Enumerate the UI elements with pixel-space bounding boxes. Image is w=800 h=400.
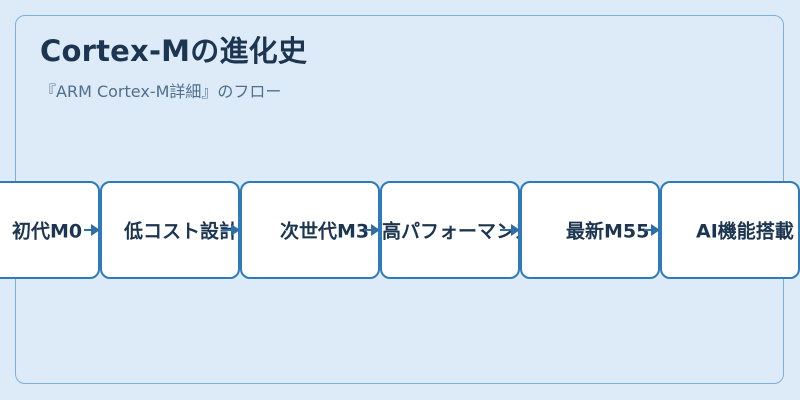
flow-node-label: 初代M0: [12, 220, 83, 243]
flow-arrow: [364, 224, 380, 236]
flow-node-label: 低コスト設計: [124, 220, 239, 243]
flow-node-label: 最新M55: [566, 220, 650, 243]
page-subtitle: 『ARM Cortex-M詳細』のフロー: [40, 82, 282, 101]
flow-arrow: [644, 224, 660, 236]
flow-node-m55: 最新M55: [520, 181, 660, 279]
flow-node-low-cost: 低コスト設計: [100, 181, 240, 279]
flow-arrow: [222, 224, 240, 236]
flow-arrow: [84, 224, 100, 236]
flow-node-label: 次世代M3: [280, 220, 370, 243]
page-title: Cortex-Mの進化史: [40, 34, 308, 68]
flow-node-high-performance: 高パフォーマンス: [380, 181, 520, 279]
flow-node-ai: AI機能搭載: [660, 181, 800, 279]
flow-node-m3: 次世代M3: [240, 181, 380, 279]
flow-node-label: 高パフォーマンス: [382, 220, 520, 243]
flow-node-label: AI機能搭載: [696, 220, 794, 243]
flow-arrow: [500, 224, 520, 236]
